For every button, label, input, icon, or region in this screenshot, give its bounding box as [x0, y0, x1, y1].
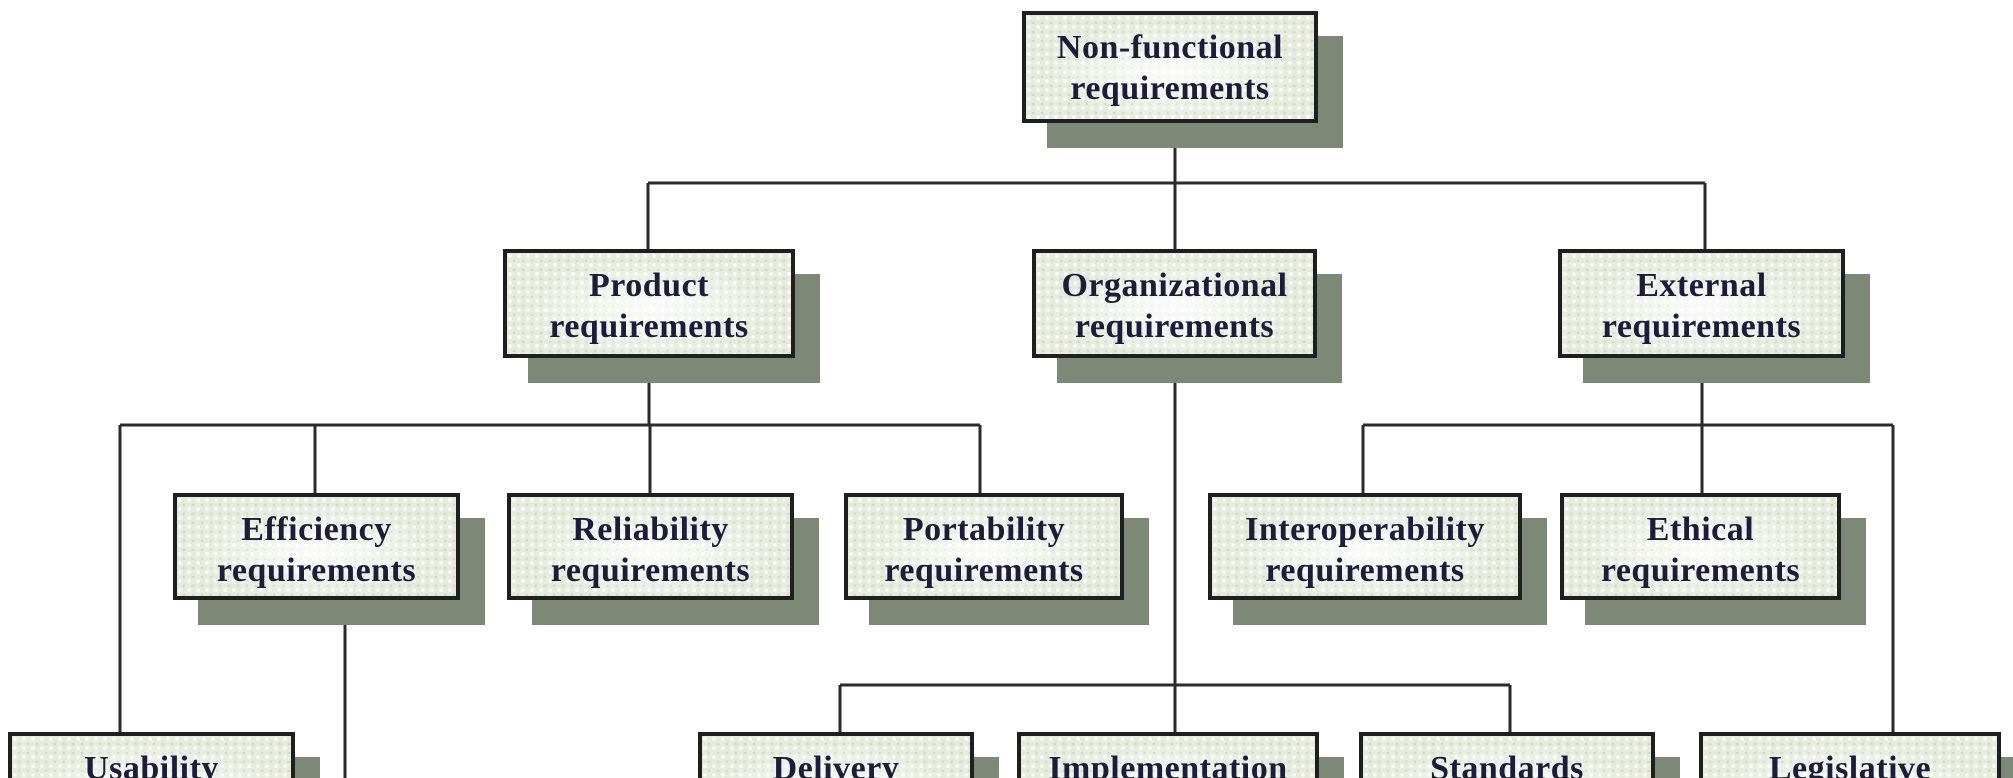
node-label-line1: Reliability: [572, 511, 729, 548]
node-label-line2: requirements: [884, 552, 1084, 589]
node-portability-requirements: Portability requirements: [844, 493, 1124, 600]
node-label-line2: requirements: [550, 552, 751, 589]
node-efficiency-requirements: Efficiency requirements: [173, 493, 460, 600]
node-implementation-requirements: Implementation: [1017, 732, 1319, 778]
node-interoperability-requirements: Interoperability requirements: [1208, 493, 1522, 600]
node-delivery-requirements: Delivery: [698, 732, 974, 778]
node-label-line1: External: [1636, 267, 1767, 304]
node-ethical-requirements: Ethical requirements: [1560, 493, 1841, 600]
node-usability-requirements: Usability: [8, 732, 295, 778]
node-label-line1: Interoperability: [1245, 511, 1485, 548]
node-label-line1: Ethical: [1646, 511, 1755, 548]
node-label-line2: requirements: [1600, 552, 1801, 589]
node-standards-requirements: Standards: [1359, 732, 1655, 778]
node-organizational-requirements: Organizational requirements: [1032, 249, 1317, 358]
node-label-line1: Standards: [1430, 750, 1584, 778]
node-external-requirements: External requirements: [1558, 249, 1845, 358]
node-label-line1: Product: [589, 267, 709, 304]
node-label-line1: Delivery: [772, 750, 900, 778]
node-label-line2: requirements: [1074, 308, 1275, 345]
node-label-line2: requirements: [1070, 70, 1270, 107]
node-reliability-requirements: Reliability requirements: [507, 493, 794, 600]
node-label-line2: requirements: [1601, 308, 1802, 345]
node-legislative-requirements: Legislative: [1699, 732, 2001, 778]
node-label-line1: Organizational: [1061, 267, 1288, 304]
node-label-line1: Efficiency: [241, 511, 392, 548]
node-label-line1: Portability: [902, 511, 1066, 548]
node-nonfunctional-requirements: Non-functional requirements: [1022, 11, 1318, 123]
node-label-line1: Usability: [84, 750, 219, 778]
node-label-line1: Implementation: [1048, 750, 1288, 778]
node-label-line1: Non-functional: [1056, 29, 1284, 66]
node-label-line2: requirements: [549, 308, 749, 345]
node-label-line2: requirements: [1265, 552, 1465, 589]
node-label-line2: requirements: [216, 552, 417, 589]
node-product-requirements: Product requirements: [503, 249, 795, 358]
node-label-line1: Legislative: [1768, 750, 1932, 778]
